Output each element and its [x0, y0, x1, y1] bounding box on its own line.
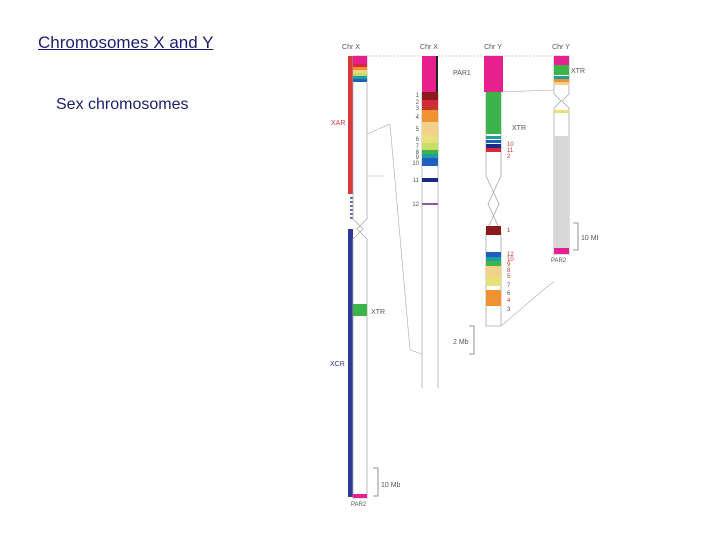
sex-chromosome-diagram: Chr X Chr X Chr Y Chr Y XAR XCR XTR PAR2 — [330, 44, 598, 508]
scale-bar-2mb — [469, 325, 475, 355]
stratum-12 — [422, 203, 438, 205]
chrx-strata-labels: 1 2 3 4 5 6 7 8 9 10 11 12 — [412, 93, 419, 208]
stratum-label: 12 — [507, 252, 514, 258]
stratum-label: 11 — [413, 178, 420, 184]
stratum-4 — [422, 110, 438, 122]
scale-10mb-label-y: 10 Mb — [581, 235, 598, 242]
stratum-label: 7 — [416, 144, 420, 150]
stratum-band — [353, 73, 367, 76]
stratum-label: 8 — [507, 268, 511, 274]
x-zoom-connector-lines — [366, 123, 423, 355]
xtr-band — [353, 304, 367, 316]
stratum-band — [353, 76, 367, 79]
stratum-label: 1 — [507, 228, 511, 234]
chry-strata-labels-top: 10 11 2 — [507, 142, 514, 160]
par2-label: PAR2 — [351, 502, 367, 508]
par1-band — [353, 56, 367, 64]
stratum-label: 4 — [507, 298, 511, 304]
stratum-label: 11 — [507, 148, 514, 154]
stratum-label: 4 — [416, 115, 420, 121]
par1-label: PAR1 — [453, 70, 471, 77]
xcr-label: XCR — [330, 361, 345, 368]
chr-y-zoom: XTR 10 11 2 1 12 10 9 8 5 7 6 4 3 — [484, 55, 526, 327]
stratum-label: 2 — [507, 154, 511, 160]
header-chr-x-zoom: Chr X — [420, 44, 438, 51]
xcr-bar — [348, 229, 353, 497]
stratum-9 — [422, 154, 438, 158]
scale-bar-10mb-y — [573, 222, 579, 251]
par1-band-zoom — [422, 56, 438, 92]
stratum-label: 6 — [507, 291, 511, 297]
chr-y-overview: XTR PAR2 10 Mb — [551, 55, 598, 264]
y-zoom-connector-lines — [500, 89, 555, 327]
xtr-band-y-overview — [554, 65, 569, 75]
stratum-8 — [422, 150, 438, 154]
par2-label-y: PAR2 — [551, 258, 567, 264]
stratum-label: 10 — [412, 161, 419, 167]
stratum-label: 12 — [412, 202, 419, 208]
xtr-label: XTR — [371, 309, 385, 316]
scale-10mb-label: 10 Mb — [381, 482, 401, 489]
stratum-label: 2 — [416, 100, 420, 106]
stratum-11 — [422, 178, 438, 182]
xar-bar — [348, 56, 353, 194]
stratum-band — [353, 70, 367, 73]
header-chr-x-overview: Chr X — [342, 44, 360, 51]
stratum-label: 5 — [416, 127, 420, 133]
stratum-label: 9 — [416, 155, 420, 161]
stratum-band — [353, 67, 367, 70]
header-chr-y-overview: Chr Y — [552, 44, 570, 51]
xar-label: XAR — [331, 120, 345, 127]
stratum-band — [353, 64, 367, 67]
xtr-label-y: XTR — [512, 125, 526, 132]
scale-2mb-label: 2 Mb — [453, 339, 469, 346]
chr-x-outline — [352, 55, 368, 499]
stratum-3 — [422, 105, 438, 110]
stratum-label: 6 — [416, 137, 420, 143]
stratum-1 — [422, 92, 438, 100]
chry-strata-labels-bottom: 1 12 10 9 8 5 7 6 4 3 — [507, 228, 514, 313]
slide-subtitle: Sex chromosomes — [56, 96, 189, 113]
stratum-5 — [422, 122, 438, 135]
slide-title: Chromosomes X and Y — [38, 33, 214, 52]
xtr-band-y — [486, 92, 501, 134]
par1-band-y — [484, 56, 503, 92]
par2-band-y — [554, 248, 569, 254]
stratum-label: 7 — [507, 283, 511, 289]
chr-x-zoom: PAR1 1 2 3 4 5 6 7 8 9 10 11 12 — [412, 56, 475, 388]
stratum-6 — [422, 135, 438, 143]
stratum-label: 1 — [416, 93, 420, 99]
stratum-label: 3 — [416, 106, 420, 112]
stratum-label: 8 — [416, 150, 420, 156]
heterochromatin-block — [554, 136, 569, 248]
stratum-label: 3 — [507, 307, 511, 313]
stratum-label: 5 — [507, 274, 511, 280]
stratum-label: 10 — [507, 142, 514, 148]
par2-band — [353, 494, 367, 498]
scale-bar-10mb — [373, 467, 379, 497]
stratum-label: 10 — [507, 257, 514, 263]
header-chr-y-zoom: Chr Y — [484, 44, 502, 51]
stratum-2 — [422, 100, 438, 105]
stratum-label: 9 — [507, 262, 511, 268]
chr-x-overview: XAR XCR XTR PAR2 10 Mb — [330, 55, 401, 508]
par1-band-y-overview — [554, 56, 569, 65]
stratum-7 — [422, 143, 438, 150]
xtr-label-y-overview: XTR — [571, 68, 585, 75]
stratum-band — [353, 79, 367, 82]
stratum-10 — [422, 158, 438, 166]
